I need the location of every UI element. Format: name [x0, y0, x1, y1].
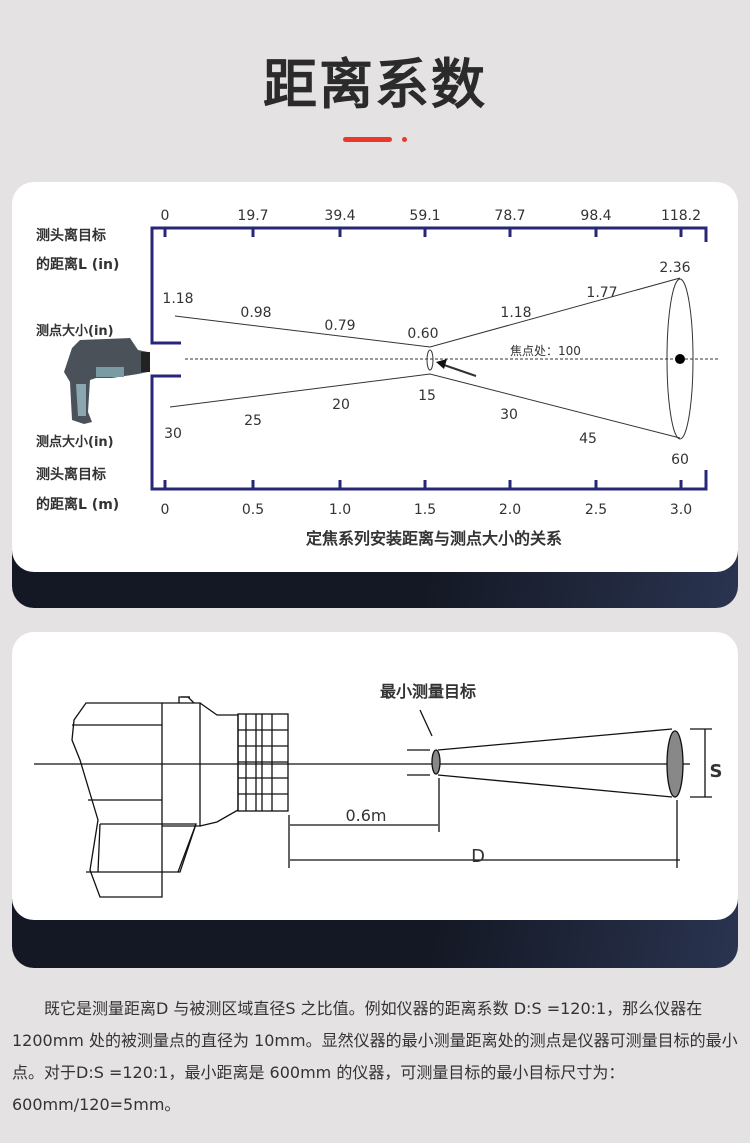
bottom-tick-label: 2.0	[499, 502, 521, 518]
bottom-tick-label: 1.0	[329, 502, 351, 518]
thermometer-gun-icon	[64, 338, 150, 424]
instrument-drawing	[34, 696, 690, 898]
top-bracket	[150, 226, 708, 345]
spot-size-mm-label: 45	[579, 431, 597, 447]
spot-size-mm-label: 15	[418, 388, 436, 404]
bottom-tick-label: 0.5	[242, 502, 264, 518]
min-distance-label: 0.6m	[345, 806, 386, 825]
top-tick-label: 78.7	[494, 208, 525, 224]
focus-dot	[675, 354, 685, 364]
chart-card	[12, 182, 738, 572]
spot-size-in-label: 0.98	[240, 305, 271, 321]
page-title: 距离系数	[263, 53, 487, 116]
axis-label-bottom-2: 的距离L (m)	[36, 496, 119, 513]
distance-spot-chart	[150, 226, 708, 491]
top-tick-label: 59.1	[409, 208, 440, 224]
bottom-tick-label: 1.5	[414, 502, 436, 518]
spot-size-in-label: 0.79	[324, 318, 355, 334]
distance-label: D	[471, 846, 485, 867]
top-tick-label: 0	[161, 208, 170, 224]
spot-size-mm-label: 30	[500, 407, 518, 423]
top-tick-label: 19.7	[237, 208, 268, 224]
axis-label-top-2: 的距离L (in)	[36, 256, 119, 273]
title-underline	[343, 137, 392, 142]
spot-size-label: S	[710, 761, 723, 782]
spot-size-in-label: 1.18	[162, 291, 193, 307]
focus-ellipse	[426, 349, 434, 371]
cone	[169, 277, 718, 440]
spot-size-mm-label: 20	[332, 397, 350, 413]
spot-size-in-label: 0.60	[407, 326, 438, 342]
spot-size-mm-label: 25	[244, 413, 262, 429]
bottom-tick-label: 3.0	[670, 502, 692, 518]
spot-size-in-label: 2.36	[659, 260, 690, 276]
spot-size-mm-label: 60	[671, 452, 689, 468]
top-tick-label: 39.4	[324, 208, 355, 224]
spot-size-mm-label: 30	[164, 426, 182, 442]
spot-label-top: 测点大小(in)	[36, 323, 114, 339]
axis-label-bottom-1: 测头离目标	[36, 466, 106, 483]
axis-label-top-1: 测头离目标	[36, 227, 106, 244]
spot-size-in-label: 1.18	[500, 305, 531, 321]
chart-caption: 定焦系列安装距离与测点大小的关系	[305, 529, 562, 548]
measurement-cone	[288, 709, 712, 868]
spot-size-in-label: 1.77	[586, 285, 617, 301]
bottom-tick-label: 0	[161, 502, 170, 518]
bottom-bracket	[150, 374, 708, 491]
bottom-tick-label: 2.5	[585, 502, 607, 518]
spot-label-bottom: 测点大小(in)	[36, 434, 114, 450]
min-target-label: 最小测量目标	[380, 682, 476, 701]
focus-label: 焦点处：100	[510, 344, 581, 358]
arrow-icon	[436, 359, 447, 369]
title-dot	[402, 137, 407, 142]
top-tick-label: 118.2	[661, 208, 701, 224]
top-tick-label: 98.4	[580, 208, 611, 224]
description-paragraph: 既它是测量距离D 与被测区域直径S 之比值。例如仪器的距离系数 D:S =120…	[12, 999, 738, 1114]
